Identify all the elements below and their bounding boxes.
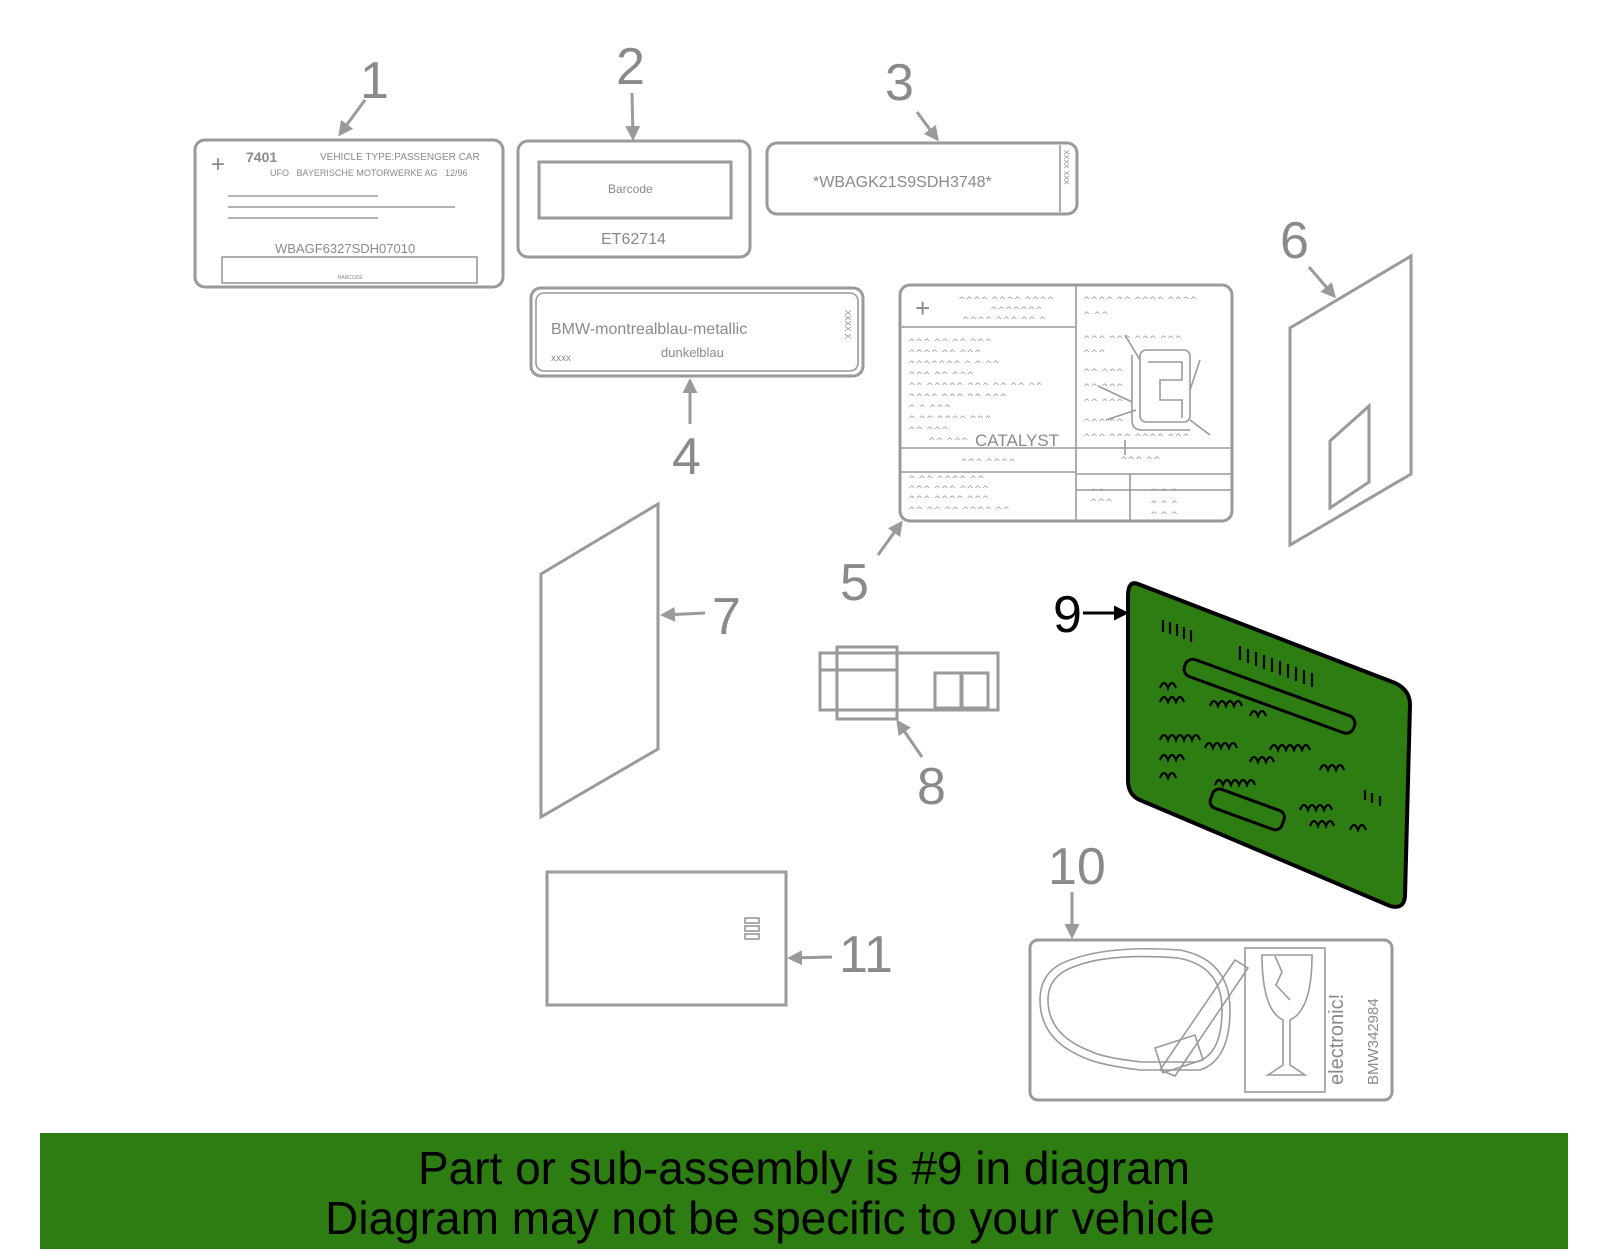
svg-text:^^^^^^^ ^ ^ ^^: ^^^^^^^ ^ ^ ^^ <box>908 360 1000 370</box>
callout-3: 3 <box>885 54 914 112</box>
callout-5: 5 <box>840 554 869 612</box>
svg-text:^ ^^ ^^^^ ^^: ^ ^^ ^^^^ ^^ <box>908 475 984 485</box>
label4-side: XXXX X <box>843 310 852 340</box>
part-3-label[interactable]: *WBAGK21S9SDH3748* XXXX XXX <box>765 141 1079 216</box>
svg-text:^^ ^^ ^^ ^^^^ ^^: ^^ ^^ ^^ ^^^^ ^^ <box>908 506 1010 516</box>
label1-vin: WBAGF6327SDH07010 <box>275 241 415 256</box>
callout-11: 11 <box>839 926 893 984</box>
engine-sketch-icon <box>1097 334 1211 455</box>
callout-7: 7 <box>712 588 741 646</box>
info-banner: Part or sub-assembly is #9 in diagram Di… <box>40 1133 1568 1249</box>
svg-text:^^^ ^^: ^^^ ^^ <box>1120 456 1161 466</box>
svg-text:^ ^ ^: ^ ^ ^ <box>1150 488 1178 498</box>
svg-text:^ ^ ^: ^ ^ ^ <box>1150 500 1178 510</box>
svg-text:^^^ ^^: ^^^ ^^ <box>1083 418 1124 428</box>
svg-text:^^^ ^^^^ ^^^: ^^^ ^^^^ ^^^ <box>908 495 989 505</box>
label5-catalyst: CATALYST <box>975 431 1059 450</box>
label10-part: BMW342984 <box>1365 998 1382 1085</box>
svg-text:^ ^^ ^^^^ ^^^: ^ ^^ ^^^^ ^^^ <box>908 415 992 425</box>
svg-text:^ ^ ^^^: ^ ^ ^^^ <box>908 404 951 414</box>
svg-text:^^ ^^^: ^^ ^^^ <box>1083 368 1124 378</box>
svg-text:^^^^ ^^ ^^^: ^^^^ ^^ ^^^ <box>908 349 982 359</box>
label2-barcode: Barcode <box>608 182 653 196</box>
banner-line-2: Diagram may not be specific to your vehi… <box>325 1192 1215 1244</box>
label1-maker: UFO BAYERISCHE MOTORWERKE AG 12/96 <box>270 168 468 178</box>
svg-text:^^ ^^^^^ ^^^ ^^ ^^ ^^: ^^ ^^^^^ ^^^ ^^ ^^ ^^ <box>908 382 1043 392</box>
svg-text:^^^ ^^ ^^^: ^^^ ^^ ^^^ <box>908 371 974 381</box>
banner-line-1: Part or sub-assembly is #9 in diagram <box>417 1142 1191 1194</box>
svg-text:^^^ ^^^^: ^^^ ^^^^ <box>960 458 1016 468</box>
label9-text-lines <box>1158 620 1382 833</box>
part-2-label[interactable]: Barcode ET62714 <box>516 139 752 259</box>
fragile-glass-icon <box>1261 954 1313 1076</box>
plus-icon: + <box>915 293 930 323</box>
emission-text-lines: ^^^^ ^^^^ ^^^^ ^^^^^^^ ^^^^ ^^^ ^^ ^ ^^^… <box>908 296 1197 521</box>
label1-vehicle-type: VEHICLE TYPE:PASSENGER CAR <box>320 152 480 163</box>
part-7-label[interactable] <box>539 501 660 820</box>
small-symbol-icon <box>744 917 760 940</box>
svg-text:^^^^ ^^^ ^^ ^: ^^^^ ^^^ ^^ ^ <box>962 316 1046 326</box>
svg-text:^^: ^^ <box>1090 488 1105 498</box>
part-6-label[interactable] <box>1288 253 1413 548</box>
svg-text:^ ^^: ^ ^^ <box>1083 311 1108 321</box>
svg-text:^^^ ^^^ ^^^^ ^^^: ^^^ ^^^ ^^^^ ^^^ <box>1083 433 1190 443</box>
label4-color: dunkelblau <box>661 345 724 360</box>
svg-text:^^ ^^^: ^^ ^^^ <box>908 426 949 436</box>
svg-text:^^ ^^^: ^^ ^^^ <box>1083 398 1124 408</box>
svg-text:^^ ^^^: ^^ ^^^ <box>928 437 969 447</box>
callout-4: 4 <box>672 428 701 486</box>
label10-warning: electronic! <box>1326 994 1348 1085</box>
part-11-label[interactable] <box>545 870 788 1007</box>
part-1-label[interactable]: + 7401 VEHICLE TYPE:PASSENGER CAR UFO BA… <box>193 138 505 289</box>
label1-barcode: BARCODE <box>338 275 363 281</box>
part-10-warning-label[interactable]: electronic! BMW342984 <box>1028 938 1394 1102</box>
svg-text:^^^^^^^: ^^^^^^^ <box>990 306 1043 316</box>
callout-10: 10 <box>1048 838 1106 896</box>
svg-text:^^^: ^^^ <box>1083 349 1106 359</box>
callout-8: 8 <box>917 758 946 816</box>
svg-text:^ ^ ^: ^ ^ ^ <box>1150 511 1178 521</box>
svg-text:^^^ ^^ ^^ ^^^: ^^^ ^^ ^^ ^^^ <box>908 338 992 348</box>
svg-text:^^^ ^^^ ^^^^: ^^^ ^^^ ^^^^ <box>908 485 989 495</box>
callout-9: 9 <box>1053 586 1082 644</box>
label4-code: xxxx <box>551 353 571 364</box>
svg-text:^^^^ ^^^^ ^^^^: ^^^^ ^^^^ ^^^^ <box>958 296 1054 306</box>
label3-side: XXXX XXX <box>1062 150 1069 185</box>
callout-2: 2 <box>616 38 645 96</box>
part-8-clip[interactable] <box>818 645 1000 721</box>
plus-icon: + <box>211 151 225 178</box>
svg-text:^^^^ ^^ ^^^^ ^^^^: ^^^^ ^^ ^^^^ ^^^^ <box>1083 296 1197 306</box>
callout-6: 6 <box>1280 212 1309 270</box>
svg-text:^^^ ^^^ ^^^ ^^^: ^^^ ^^^ ^^^ ^^^ <box>1083 335 1182 345</box>
svg-text:^^^^ ^^^ ^^ ^^^: ^^^^ ^^^ ^^ ^^^ <box>908 393 1007 403</box>
svg-text:^^^: ^^^ <box>1090 498 1113 508</box>
label3-vin: *WBAGK21S9SDH3748* <box>813 174 992 191</box>
label1-code: 7401 <box>246 149 277 165</box>
label2-part: ET62714 <box>601 231 666 248</box>
part-9-label-highlighted[interactable] <box>1126 581 1413 909</box>
part-5-emission-label[interactable]: + ^^^^ ^^^^ ^^^^ ^^^^^^^ ^^^^ ^^^ ^^ ^ ^… <box>898 283 1234 523</box>
part-4-label[interactable]: BMW-montrealblau-metallic xxxx dunkelbla… <box>529 286 865 378</box>
label4-paint: BMW-montrealblau-metallic <box>551 321 747 338</box>
